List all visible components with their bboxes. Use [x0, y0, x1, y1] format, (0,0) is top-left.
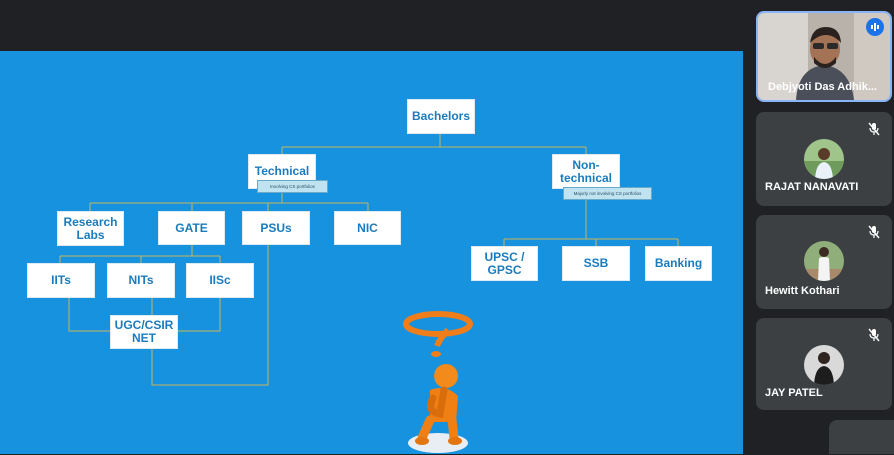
speaking-indicator-icon [866, 18, 884, 36]
node-iits: IITs [27, 263, 95, 298]
node-upsc-gpsc: UPSC / GPSC [471, 246, 538, 281]
node-ugc-csir-net: UGC/CSIR NET [110, 315, 178, 349]
participant-tile-partial[interactable] [829, 420, 894, 454]
mic-off-icon [863, 118, 885, 140]
avatar [804, 241, 844, 281]
org-chart-connectors [59, 134, 679, 386]
node-non-technical: Non- technical [552, 154, 620, 189]
avatar [804, 139, 844, 179]
mic-off-icon [863, 221, 885, 243]
node-psus: PSUs [242, 211, 310, 245]
node-iisc: IISc [186, 263, 254, 298]
thinking-person-question-mark-icon [403, 311, 473, 453]
participant-tile-1[interactable]: Debjyoti Das Adhik... [756, 11, 892, 102]
node-banking: Banking [645, 246, 712, 281]
participant-name: Hewitt Kothari [765, 285, 840, 297]
node-bachelors: Bachelors [407, 99, 475, 134]
participant-video [758, 13, 890, 100]
shared-slide: Bachelors Technical Involving CS portfol… [0, 51, 743, 454]
participant-tile-3[interactable]: Hewitt Kothari [756, 215, 892, 309]
note-non-technical: Majorly not involving CS portfolios [563, 187, 652, 200]
node-nits: NITs [107, 263, 175, 298]
mic-off-icon [863, 324, 885, 346]
participant-tile-2[interactable]: RAJAT NANAVATI [756, 112, 892, 206]
participant-name: RAJAT NANAVATI [765, 181, 859, 193]
participant-name: JAY PATEL [765, 387, 823, 399]
participant-tile-4[interactable]: JAY PATEL [756, 318, 892, 410]
avatar [804, 345, 844, 385]
note-technical: Involving CS portfolios [257, 180, 328, 193]
node-ssb: SSB [562, 246, 630, 281]
participant-name: Debjyoti Das Adhik... [768, 81, 878, 93]
node-gate: GATE [158, 211, 225, 245]
node-research-labs: Research Labs [57, 211, 124, 246]
node-nic: NIC [334, 211, 401, 245]
